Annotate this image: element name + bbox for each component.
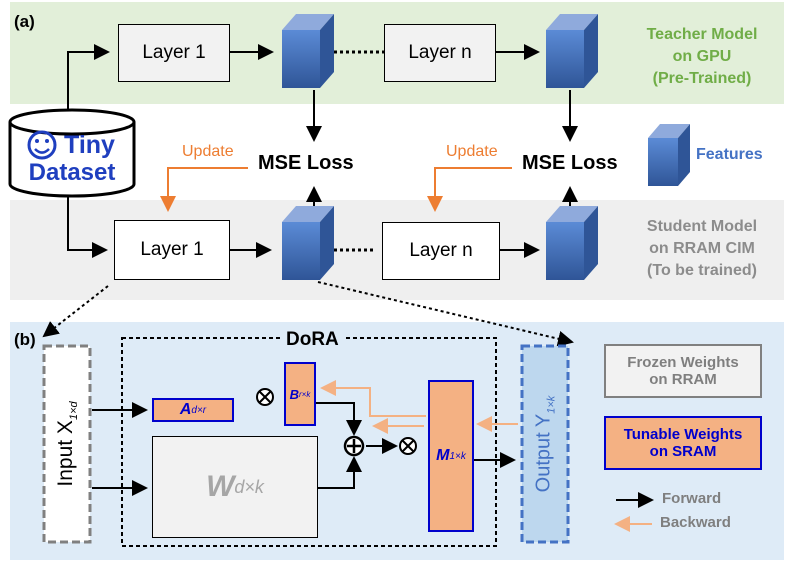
features-label: Features	[696, 146, 763, 163]
dora-title: DoRA	[280, 329, 345, 351]
add-operator	[343, 435, 365, 457]
output-label: Output Y1×k	[532, 395, 558, 493]
student-layer-n: Layer n	[382, 222, 500, 280]
student-arrows	[67, 186, 578, 258]
teacher-layer-1: Layer 1	[118, 24, 230, 82]
dataset-label-line1: Tiny	[64, 131, 115, 159]
feature-cube-student-1	[282, 206, 334, 280]
student-title-line3: (To be trained)	[647, 262, 757, 279]
panel-b-label: (b)	[14, 330, 36, 349]
input-label: Input X1×d	[53, 401, 81, 487]
student-title-line1: Student Model	[646, 218, 758, 235]
feature-cube-student-n	[546, 206, 598, 280]
teacher-title-line3: (Pre-Trained)	[652, 70, 752, 87]
legend-tunable-weights: Tunable Weights on SRAM	[604, 416, 762, 470]
update-label-2: Update	[446, 143, 498, 160]
matrix-w-label: W	[206, 470, 235, 503]
zoom-lines	[42, 281, 574, 347]
matrix-a-sub: d×r	[191, 404, 207, 416]
mse-loss-2: MSE Loss	[522, 152, 618, 174]
matrix-w-sub: d×k	[234, 476, 264, 497]
teacher-title-line1: Teacher Model	[646, 26, 758, 43]
legend-frozen-weights: Frozen Weights on RRAM	[604, 344, 762, 398]
student-layer-1: Layer 1	[114, 220, 230, 280]
update-label-1: Update	[182, 143, 234, 160]
teacher-layer-n: Layer n	[384, 24, 496, 82]
input-box	[42, 344, 92, 544]
feature-cube-teacher-n	[546, 14, 598, 88]
panel-a-label: (a)	[14, 12, 35, 31]
dotted-connectors	[334, 50, 384, 252]
teacher-arrows	[67, 44, 578, 142]
matrix-m-sub: 1×k	[449, 450, 466, 462]
legend-frozen-line1: Frozen Weights	[627, 354, 739, 371]
multiply-operator-2	[399, 437, 417, 455]
feature-cube-teacher-1	[282, 14, 334, 88]
mse-loss-1: MSE Loss	[258, 152, 354, 174]
feature-cube-legend	[648, 124, 690, 186]
smiley-icon	[27, 130, 57, 160]
matrix-m-label: M	[436, 447, 450, 464]
output-box	[520, 344, 570, 544]
legend-forward-label: Forward	[662, 490, 722, 507]
legend-tunable-line1: Tunable Weights	[623, 426, 743, 443]
student-title-line2: on RRAM CIM	[649, 240, 755, 257]
multiply-operator-1	[256, 388, 274, 406]
legend-backward-label: Backward	[660, 514, 731, 531]
dora-frame	[121, 337, 497, 547]
matrix-b-label: B	[289, 386, 300, 402]
dora-backward-arrows	[320, 380, 518, 434]
matrix-b-sub: r×k	[299, 389, 311, 399]
legend-tunable-line2: on SRAM	[649, 443, 717, 460]
dataset-cylinder	[8, 108, 136, 198]
update-arrows	[160, 167, 512, 212]
matrix-a-label: A	[179, 401, 192, 418]
dora-forward-arrows	[92, 402, 516, 496]
teacher-title-line2: on GPU	[672, 48, 732, 65]
legend-frozen-line2: on RRAM	[649, 371, 717, 388]
dataset-label-line2: Dataset	[28, 159, 116, 186]
legend-arrows	[614, 492, 654, 532]
